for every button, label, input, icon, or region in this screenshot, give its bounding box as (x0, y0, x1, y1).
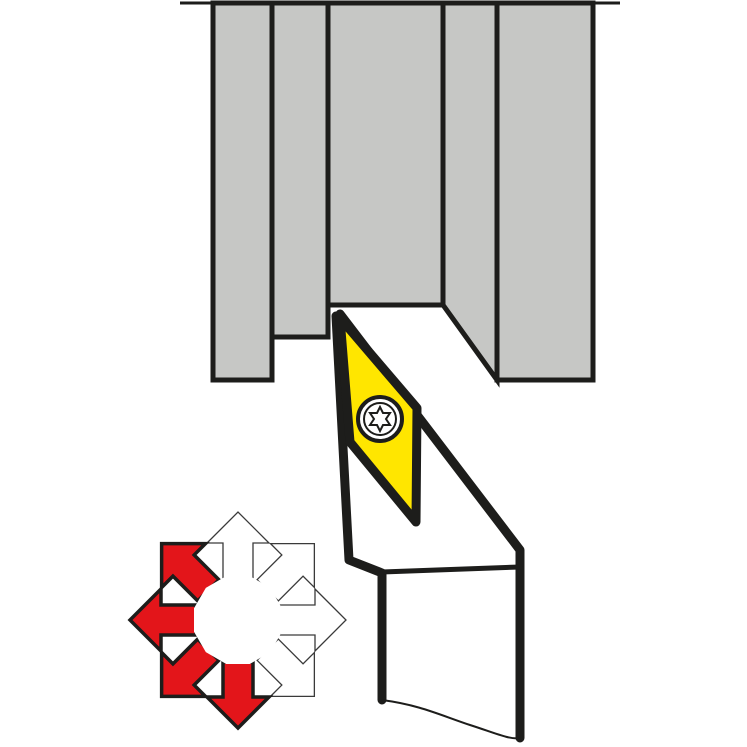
shank-shoulder-line (379, 564, 523, 575)
arrow-down-icon (202, 660, 274, 731)
direction-hub (194, 576, 282, 664)
machine-holder (180, 0, 620, 388)
holder-block-2 (269, 0, 331, 340)
shank-break-line (381, 699, 521, 740)
arrow-up-left-icon (159, 541, 222, 604)
holder-block-1 (210, 0, 275, 383)
arrow-right-icon (279, 587, 347, 653)
holder-block-5 (494, 0, 596, 383)
arrow-up-right-icon (256, 542, 316, 602)
holder-block-4 (440, 0, 500, 388)
arrow-left-icon (127, 584, 198, 656)
holder-block-3 (325, 0, 446, 308)
feed-direction-indicator (127, 511, 347, 731)
torx-icon (368, 404, 392, 434)
shank-left-edge (331, 311, 387, 705)
arrow-down-left-icon (159, 636, 222, 699)
cutting-insert (335, 313, 422, 527)
arrow-down-right-icon (256, 638, 316, 698)
arrow-up-icon (205, 511, 271, 579)
